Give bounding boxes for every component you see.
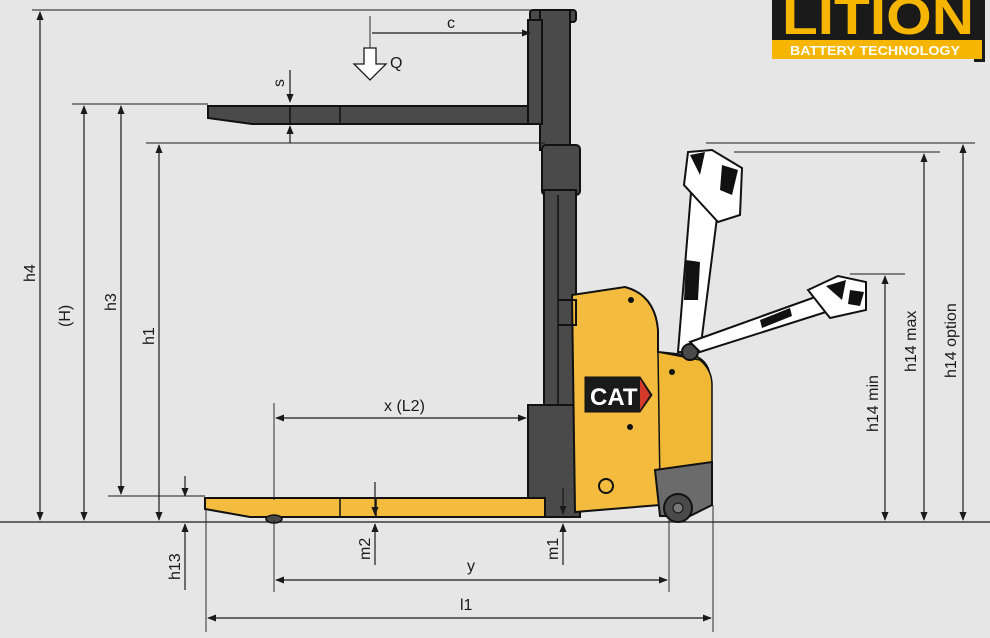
logo-top-text: LITION bbox=[782, 0, 974, 46]
logo-bottom-text: BATTERY TECHNOLOGY bbox=[790, 43, 960, 58]
load-arrow-icon bbox=[352, 47, 388, 81]
raised-forks bbox=[207, 19, 543, 125]
cat-logo: CAT bbox=[584, 376, 653, 413]
label-s: s bbox=[271, 79, 288, 87]
label-m1: m1 bbox=[545, 538, 562, 560]
label-y: y bbox=[467, 558, 475, 575]
label-xL2: x (L2) bbox=[384, 398, 425, 415]
label-l1: l1 bbox=[460, 597, 473, 614]
label-h14-option: h14 option bbox=[943, 303, 960, 378]
tiller-arm-lowered bbox=[688, 274, 867, 354]
tiller-arm-upright bbox=[676, 148, 744, 361]
lithium-ion-logo: LITION BATTERY TECHNOLOGY bbox=[772, 0, 985, 62]
label-h14-min: h14 min bbox=[865, 375, 882, 432]
label-m2: m2 bbox=[357, 538, 374, 560]
label-H: (H) bbox=[57, 305, 74, 327]
label-h4: h4 bbox=[22, 264, 39, 282]
label-h13: h13 bbox=[167, 553, 184, 580]
label-h1: h1 bbox=[141, 327, 158, 345]
label-Q: Q bbox=[390, 55, 402, 72]
label-h14-max: h14 max bbox=[903, 311, 920, 372]
label-c: c bbox=[447, 15, 455, 32]
label-h3: h3 bbox=[103, 293, 120, 311]
cat-logo-text: CAT bbox=[590, 384, 638, 411]
